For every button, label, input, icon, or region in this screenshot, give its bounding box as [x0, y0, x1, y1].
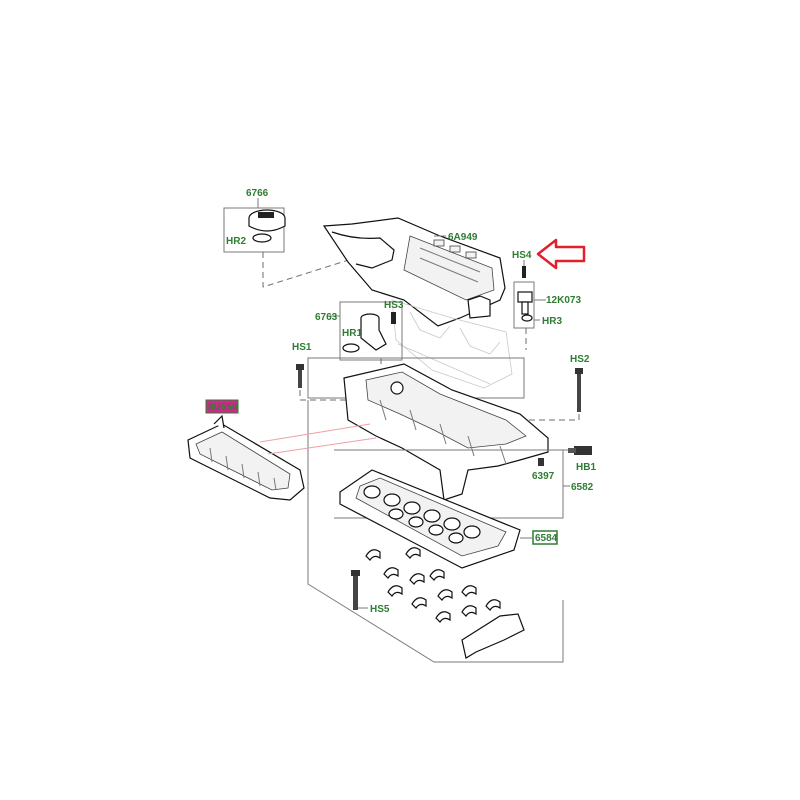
plug [538, 458, 544, 466]
cap-seal-ring [252, 233, 272, 243]
filler-bolt-label: HS3 [384, 300, 404, 311]
side-part [187, 414, 305, 501]
filler-neck-label: 6763 [315, 312, 338, 323]
bolt-hb1-label: HB1 [576, 462, 596, 473]
valve-cover [343, 363, 549, 501]
bolt-hb1 [568, 446, 592, 455]
bracket-bolts-hs5 [351, 570, 360, 610]
engine-cover-label: 6A949 [448, 232, 478, 243]
highlighted-part-label: 8U550 [208, 402, 238, 413]
plug-label: 6397 [532, 471, 555, 482]
engine-cover [322, 217, 506, 327]
bolt-hs1 [296, 364, 304, 388]
bracket-bolts-label: HS5 [370, 604, 390, 615]
cap-seal-label: HR2 [226, 236, 246, 247]
bracket-frame [307, 400, 564, 663]
bearing-caps [365, 547, 525, 659]
cap-label: 6766 [246, 188, 269, 199]
filler-neck [360, 313, 387, 351]
valve-cover-label: 6582 [571, 482, 594, 493]
sensor [517, 291, 533, 315]
oil-filler-cap [248, 209, 286, 232]
gasket-label: 6584 [535, 533, 558, 544]
highlighted-label-box [205, 399, 239, 414]
sensor-seal [521, 314, 533, 322]
bolt-hs2 [575, 368, 583, 412]
screw-hs4-label: HS4 [512, 250, 532, 261]
bolt-hs2-label: HS2 [570, 354, 590, 365]
red-arrow [536, 238, 586, 270]
gasket-label-highlight [532, 530, 558, 545]
sensor-label: 12K073 [546, 295, 581, 306]
bolt-hs1-label: HS1 [292, 342, 312, 353]
sensor-seal-label: HR3 [542, 316, 562, 327]
gasket-camshaft [339, 469, 521, 569]
cap-group [223, 207, 356, 288]
filler-seal-label: HR1 [342, 328, 362, 339]
filler-seal [342, 343, 360, 353]
filler-bolt-hs3 [391, 312, 396, 324]
screw-hs4 [522, 260, 526, 278]
